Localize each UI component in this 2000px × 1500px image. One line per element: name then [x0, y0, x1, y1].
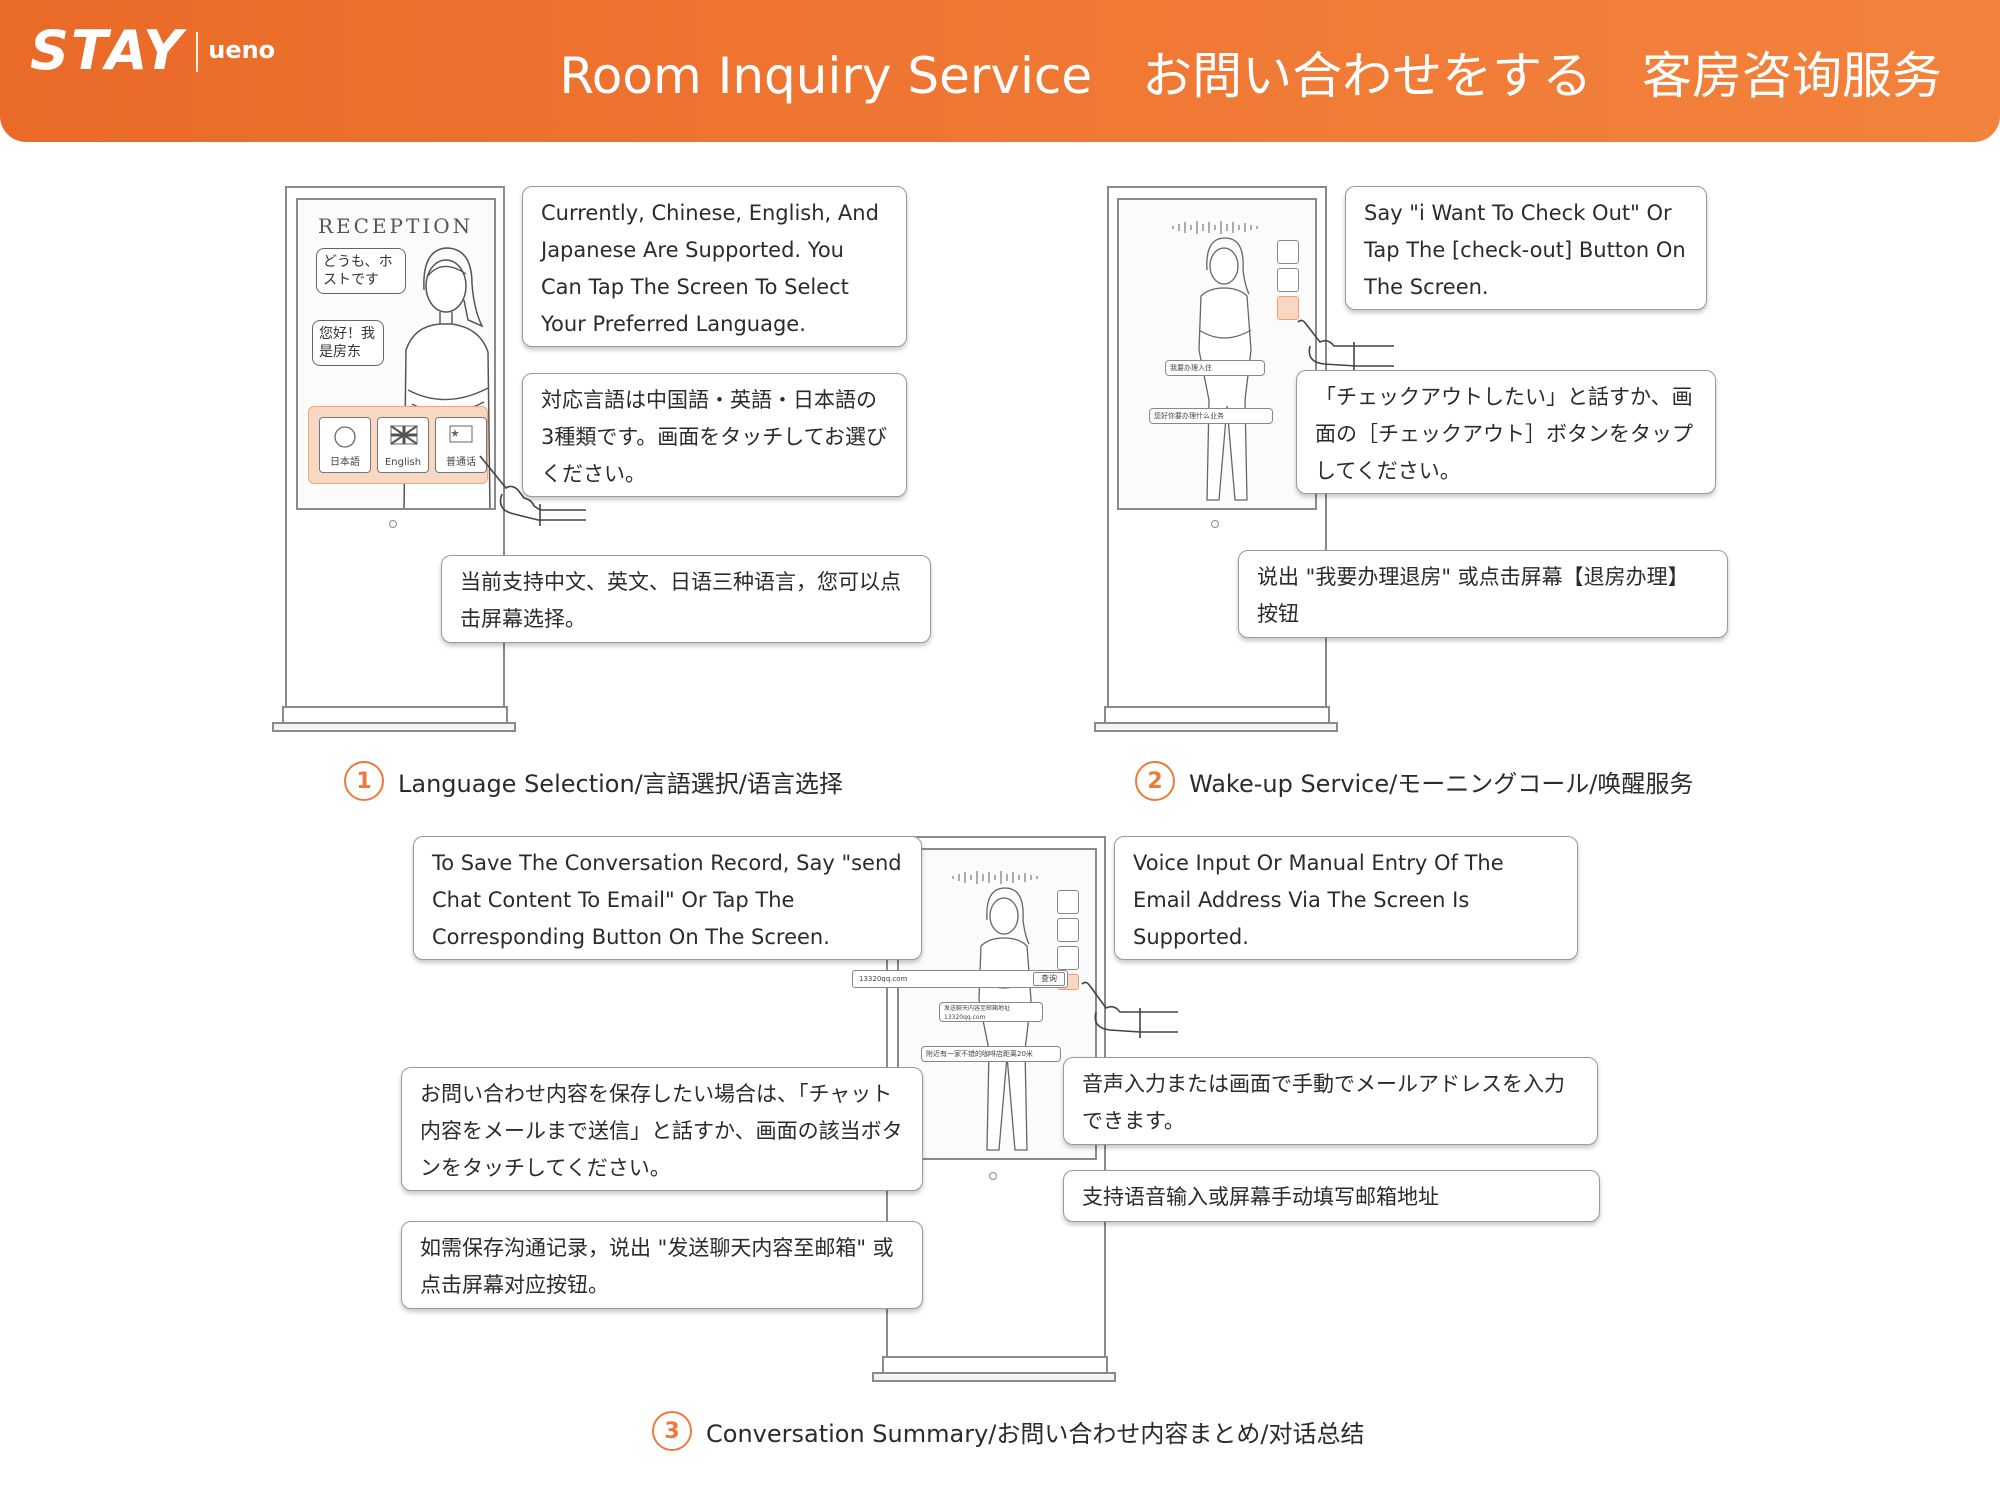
callout-checkout-japanese: 「チェックアウトしたい」と話すか、画面の［チェックアウト］ボタンをタップしてくだ…: [1296, 370, 1716, 494]
reception-sign: RECEPTION: [318, 214, 474, 238]
callout-language-english: Currently, Chinese, English, And Japanes…: [522, 186, 907, 347]
side-button-check-in[interactable]: [1277, 240, 1299, 264]
title-japanese: お問い合わせをする: [1142, 47, 1593, 105]
kiosk-screen: 发送聊天内容至邮箱地址 13320qq.com 附近有一家不错的咖啡店距离20米: [897, 848, 1097, 1160]
page-title: Room Inquiry Service お問い合わせをする 客房咨询服务: [559, 36, 1942, 108]
callout-language-japanese: 対応言語は中国語・英語・日本語の3種類です。画面をタッチしてお選びください。: [522, 373, 907, 497]
chat-bar-reply: 附近有一家不错的咖啡店距离20米: [921, 1046, 1061, 1062]
step-3-title: Conversation Summary/お問い合わせ内容まとめ/对话总结: [706, 1419, 1365, 1448]
kiosk-sensor: [389, 520, 397, 528]
language-label-japanese: 日本語: [330, 457, 360, 468]
kiosk-screen: 我要办理入住 您好你要办理什么业务: [1117, 198, 1317, 510]
title-chinese: 客房咨询服务: [1642, 47, 1942, 105]
email-input-field[interactable]: 13320qq.com 查询: [852, 970, 1068, 988]
kiosk-foot: [272, 722, 516, 732]
callout-language-chinese: 当前支持中文、英文、日语三种语言，您可以点击屏幕选择。: [441, 555, 931, 643]
callout-email-input-japanese: 音声入力または画面で手動でメールアドレスを入力できます。: [1063, 1057, 1598, 1145]
kiosk-sensor: [1211, 520, 1219, 528]
side-button-check-out[interactable]: [1057, 946, 1079, 970]
side-button-check-in[interactable]: [1057, 890, 1079, 914]
logo-location: ueno: [208, 36, 276, 64]
kiosk-screen: RECEPTION どうも、ホストです 您好！我是房东 日本語: [296, 198, 496, 510]
chat-bar-send-email: 发送聊天内容至邮箱地址 13320qq.com: [939, 1002, 1043, 1022]
logo-text: STAY: [30, 19, 185, 82]
chat-bar-email-address: 13320qq.com: [944, 1014, 986, 1021]
language-button-chinese[interactable]: 普通话: [435, 417, 487, 473]
logo-divider: [196, 32, 199, 72]
callout-save-english: To Save The Conversation Record, Say "se…: [413, 836, 922, 960]
step-3-number: 3: [652, 1411, 692, 1451]
host-bubble-japanese: どうも、ホストです: [316, 248, 406, 294]
language-button-japanese[interactable]: 日本語: [319, 417, 371, 473]
callout-email-input-chinese: 支持语音输入或屏幕手动填写邮箱地址: [1063, 1170, 1600, 1222]
pointing-hand-icon: [1297, 319, 1394, 372]
japan-flag-icon: [334, 426, 356, 448]
host-character-illustration: [1198, 237, 1252, 501]
host-bubble-chinese: 您好！我是房东: [312, 320, 384, 366]
step-2-number: 2: [1135, 761, 1175, 801]
email-query-button[interactable]: 查询: [1033, 972, 1065, 986]
side-button-service[interactable]: [1277, 268, 1299, 292]
step-1-number: 1: [344, 761, 384, 801]
step-3-label: 3 Conversation Summary/お問い合わせ内容まとめ/对话总结: [652, 1411, 1364, 1451]
chat-bar-send-email-text: 发送聊天内容至邮箱地址: [944, 1005, 1011, 1012]
uk-flag-icon: [390, 425, 418, 445]
pointing-hand-icon: [1081, 981, 1178, 1038]
callout-save-japanese: お問い合わせ内容を保存したい場合は、「チャット内容をメールまで送信」と話すか、画…: [401, 1067, 923, 1191]
kiosk-foot: [872, 1372, 1116, 1382]
side-button-check-out[interactable]: [1277, 296, 1299, 320]
callout-checkout-english: Say "i Want To Check Out" Or Tap The [ch…: [1345, 186, 1707, 310]
step-2-title: Wake-up Service/モーニングコール/唤醒服务: [1189, 769, 1694, 798]
chat-bar-check-in: 我要办理入住: [1165, 360, 1265, 376]
side-button-service[interactable]: [1057, 918, 1079, 942]
brand-logo: STAY ueno: [30, 22, 275, 78]
language-button-english[interactable]: English: [377, 417, 429, 473]
callout-checkout-chinese: 说出 "我要办理退房" 或点击屏幕【退房办理】按钮: [1238, 550, 1728, 638]
language-label-english: English: [384, 457, 422, 468]
kiosk-foot: [1094, 722, 1338, 732]
step-2-label: 2 Wake-up Service/モーニングコール/唤醒服务: [1135, 761, 1693, 801]
language-panel: 日本語 English 普通话: [308, 406, 488, 484]
callout-email-input-english: Voice Input Or Manual Entry Of The Email…: [1114, 836, 1578, 960]
language-label-chinese: 普通话: [446, 457, 476, 468]
step-1-label: 1 Language Selection/言語選択/语言选择: [344, 761, 843, 801]
kiosk-sensor: [989, 1172, 997, 1180]
header-banner: STAY ueno Room Inquiry Service お問い合わせをする…: [0, 0, 2000, 142]
callout-save-chinese: 如需保存沟通记录，说出 "发送聊天内容至邮箱" 或点击屏幕对应按钮。: [401, 1221, 923, 1309]
china-flag-icon: [449, 425, 473, 443]
email-input-value: 13320qq.com: [859, 975, 908, 983]
pointing-hand-icon: [479, 455, 586, 526]
voice-waveform-icon: [1172, 221, 1258, 234]
step-1-title: Language Selection/言語選択/语言选择: [398, 769, 843, 798]
title-english: Room Inquiry Service: [559, 47, 1093, 105]
chat-bar-reply: 您好你要办理什么业务: [1149, 408, 1273, 424]
voice-waveform-icon: [952, 871, 1038, 884]
